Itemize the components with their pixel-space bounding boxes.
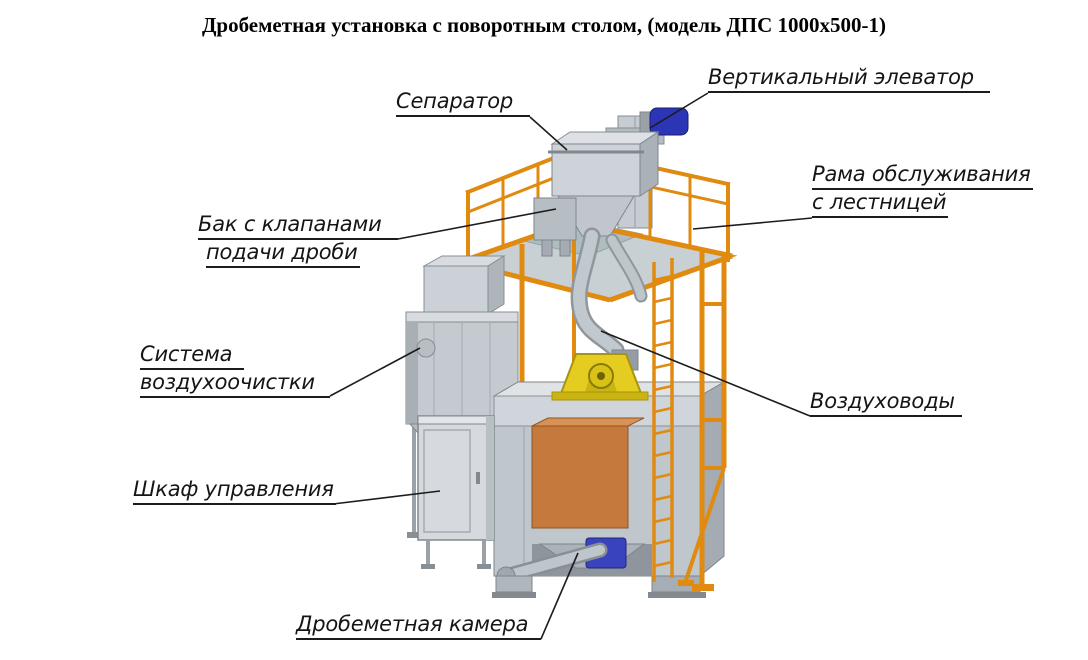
label-service-frame-line2: с лестницей xyxy=(812,190,949,218)
label-service-frame-line1: Рама обслуживания xyxy=(812,162,1033,190)
separator-drawing xyxy=(548,131,660,237)
label-air-ducts-text: Воздуховоды xyxy=(810,389,962,417)
label-separator-text: Сепаратор xyxy=(396,89,530,117)
leader-elevator xyxy=(649,92,709,129)
leader-blast-chamber xyxy=(540,552,579,640)
label-shot-tank-line2: подачи дроби xyxy=(206,240,360,268)
control-cabinet-drawing xyxy=(417,415,495,569)
label-service-frame: Рама обслуживания с лестницей xyxy=(812,162,1033,218)
ladder xyxy=(652,258,674,582)
label-blast-chamber: Дробеметная камера xyxy=(296,612,541,640)
label-elevator-text: Вертикальный элеватор xyxy=(708,65,990,93)
frame-front-legs xyxy=(678,250,727,591)
label-air-system: Система воздухоочистки xyxy=(140,342,330,398)
label-elevator: Вертикальный элеватор xyxy=(708,65,990,93)
label-control-cabinet: Шкаф управления xyxy=(133,477,336,505)
elevator-motor xyxy=(649,107,689,136)
label-shot-tank-line1: Бак с клапанами xyxy=(198,212,398,240)
leader-lines xyxy=(329,92,813,640)
chamber-door-lip xyxy=(531,417,645,427)
air-ducts-drawing xyxy=(570,227,648,359)
leader-air-system xyxy=(329,347,421,397)
label-air-ducts: Воздуховоды xyxy=(810,389,962,417)
ladder-rungs xyxy=(653,274,673,568)
leader-air-ducts xyxy=(600,330,811,417)
label-air-system-line2: воздухоочистки xyxy=(140,370,330,398)
leader-control-cabinet xyxy=(332,490,441,505)
blast-chamber-drawing xyxy=(492,381,726,598)
label-blast-chamber-text: Дробеметная камера xyxy=(296,612,541,640)
label-shot-tank: Бак с клапанами подачи дроби xyxy=(198,212,398,268)
label-air-system-line1: Система xyxy=(140,342,244,370)
shot-tank-drawing xyxy=(533,197,577,257)
label-control-cabinet-text: Шкаф управления xyxy=(133,477,336,505)
blast-wheel-unit-drawing xyxy=(551,349,649,401)
leader-separator xyxy=(529,116,568,151)
chamber-door xyxy=(531,425,629,529)
leader-shot-tank xyxy=(397,208,557,240)
label-separator: Сепаратор xyxy=(396,89,530,117)
leader-service-frame xyxy=(692,217,813,230)
diagram-title: Дробеметная установка с поворотным столо… xyxy=(201,13,887,37)
